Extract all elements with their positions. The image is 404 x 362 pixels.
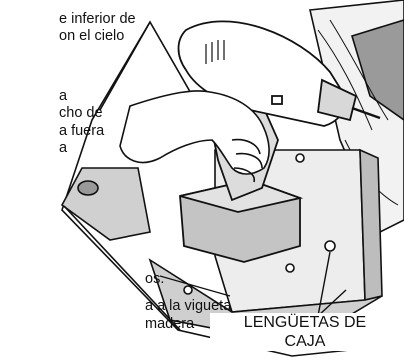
wood-joist <box>309 0 404 234</box>
box-screw <box>183 285 193 295</box>
text-line-10: madera <box>145 316 195 332</box>
text-line-1: e inferior de <box>59 11 136 27</box>
hand <box>119 90 270 183</box>
hand-fingers <box>231 138 263 183</box>
box-tabs-label: LENGÜETAS DE CAJA <box>210 313 400 351</box>
text-line-8: os. <box>145 271 165 287</box>
text-line-9: a a la vigueta <box>145 298 232 314</box>
text-line-5: cho de <box>59 105 103 121</box>
ceiling-edge-2 <box>63 205 181 331</box>
callout-pointers <box>317 251 347 317</box>
drill-switch <box>271 95 283 105</box>
drill-body <box>177 20 381 127</box>
box-tab-3 <box>295 153 305 163</box>
text-line-6: a fuera <box>59 123 105 139</box>
drill-vents <box>205 40 225 64</box>
box-edge <box>159 275 231 297</box>
box-tabs-label-line-2: CAJA <box>284 333 326 350</box>
text-line-4: a <box>59 88 68 104</box>
ceiling-edge <box>99 21 151 111</box>
joist-shade <box>351 19 404 121</box>
text-line-2: on el cielo <box>59 28 125 44</box>
drill-chuck <box>317 78 358 122</box>
text-line-7: a <box>59 140 68 156</box>
box-tabs-label-line-1: LENGÜETAS DE <box>243 314 367 331</box>
drill-housing <box>177 20 347 127</box>
box-tab-1 <box>324 240 336 252</box>
ceiling-hole <box>77 180 99 196</box>
box-tab-2 <box>285 263 295 273</box>
drill-bit <box>351 106 381 120</box>
